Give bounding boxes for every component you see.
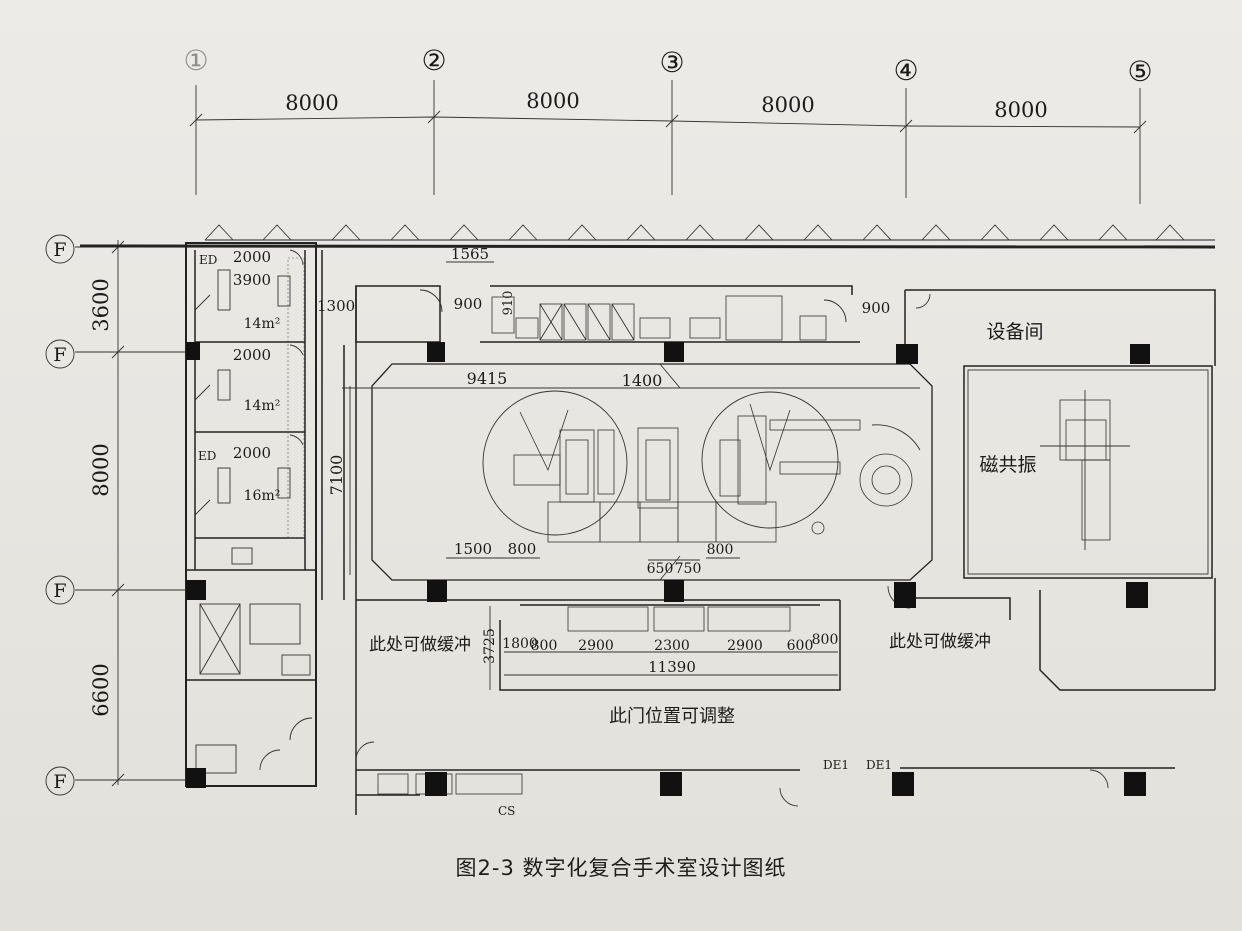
dim-left-1: 3600 [89, 278, 113, 331]
column-1 [427, 342, 445, 362]
column-2 [664, 342, 684, 362]
dim-1500: 1500 [454, 540, 492, 558]
dim-900-a: 900 [454, 295, 483, 313]
dim-1400: 1400 [622, 371, 663, 390]
dim-800-a: 800 [508, 540, 537, 558]
dim-800-b: 800 [707, 542, 734, 558]
dim-1565: 1565 [451, 245, 489, 263]
label-mri: 磁共振 [979, 454, 1036, 476]
dim-top-4: 8000 [994, 98, 1047, 122]
column-11 [892, 772, 914, 796]
column-8 [1126, 582, 1148, 608]
label-door-note: 此门位置可调整 [609, 706, 735, 727]
dim-11390: 11390 [648, 658, 696, 676]
small-room-area-3: 16m² [244, 488, 281, 504]
axis-label-f2: F [53, 344, 66, 366]
exterior-wall-top [79, 224, 1216, 249]
column-left-2 [186, 580, 206, 600]
dim-bottom-1800: 1800 [502, 636, 538, 652]
axis-label-5: ⑤ [1127, 55, 1152, 88]
dimension-lines [342, 261, 920, 690]
column-12 [1124, 772, 1146, 796]
label-equipment-room: 设备间 [986, 321, 1043, 343]
column-6 [664, 580, 684, 602]
dim-top-3: 8000 [761, 93, 814, 117]
axis-label-f3: F [53, 580, 66, 602]
dim-bottom-600: 600 [787, 638, 814, 654]
dim-910: 910 [501, 291, 516, 316]
column-left-1 [186, 342, 200, 360]
small-room-area-2: 14m² [244, 398, 281, 414]
column-10 [660, 772, 682, 796]
dim-9415: 9415 [467, 369, 508, 388]
small-room-depth: 3900 [233, 271, 271, 289]
small-room-width-3: 2000 [233, 444, 271, 462]
column-left-3 [186, 768, 206, 788]
column-4 [1130, 344, 1150, 364]
or-enclosure [343, 285, 1216, 815]
axis-label-3: ③ [659, 46, 684, 79]
dim-left-3: 6600 [89, 663, 113, 716]
dim-bottom-2900-b: 2900 [727, 638, 763, 654]
dim-900-b: 900 [862, 299, 891, 317]
axis-label-4: ④ [893, 54, 918, 87]
dim-top-1: 8000 [285, 91, 338, 115]
dim-7100: 7100 [327, 455, 346, 496]
column-5 [427, 580, 447, 602]
label-buffer-right: 此处可做缓冲 [889, 632, 991, 652]
axis-grid-top [189, 80, 1147, 204]
dim-3725: 3725 [482, 628, 498, 664]
tag-de1-b: DE1 [866, 758, 892, 772]
dim-bottom-2300: 2300 [654, 638, 690, 654]
axis-label-1: ① [183, 44, 208, 77]
tag-ed-1: ED [199, 253, 217, 267]
left-room-block [185, 242, 323, 787]
dim-750: 750 [675, 561, 702, 577]
tag-ed-2: ED [198, 449, 216, 463]
small-room-width-1: 2000 [233, 248, 271, 266]
figure-caption: 图2-3 数字化复合手术室设计图纸 [455, 856, 787, 880]
axis-label-2: ② [421, 44, 446, 77]
dim-650: 650 [647, 561, 674, 577]
dim-bottom-800-b: 800 [812, 632, 839, 648]
dim-bottom-800-a: 800 [531, 638, 558, 654]
dim-bottom-2900-a: 2900 [578, 638, 614, 654]
axis-circles-left [45, 234, 75, 796]
column-3 [896, 344, 918, 364]
label-buffer-left: 此处可做缓冲 [369, 635, 471, 655]
dim-1300: 1300 [317, 297, 355, 315]
small-room-area-1: 14m² [244, 316, 281, 332]
tag-cs: CS [498, 804, 515, 818]
column-7 [894, 582, 916, 608]
small-room-width-2: 2000 [233, 346, 271, 364]
dim-top-2: 8000 [526, 89, 579, 113]
tag-de1-a: DE1 [823, 758, 849, 772]
axis-label-f1: F [53, 239, 66, 261]
dim-left-2: 8000 [89, 443, 113, 496]
column-9 [425, 772, 447, 796]
axis-label-f4: F [53, 771, 66, 793]
